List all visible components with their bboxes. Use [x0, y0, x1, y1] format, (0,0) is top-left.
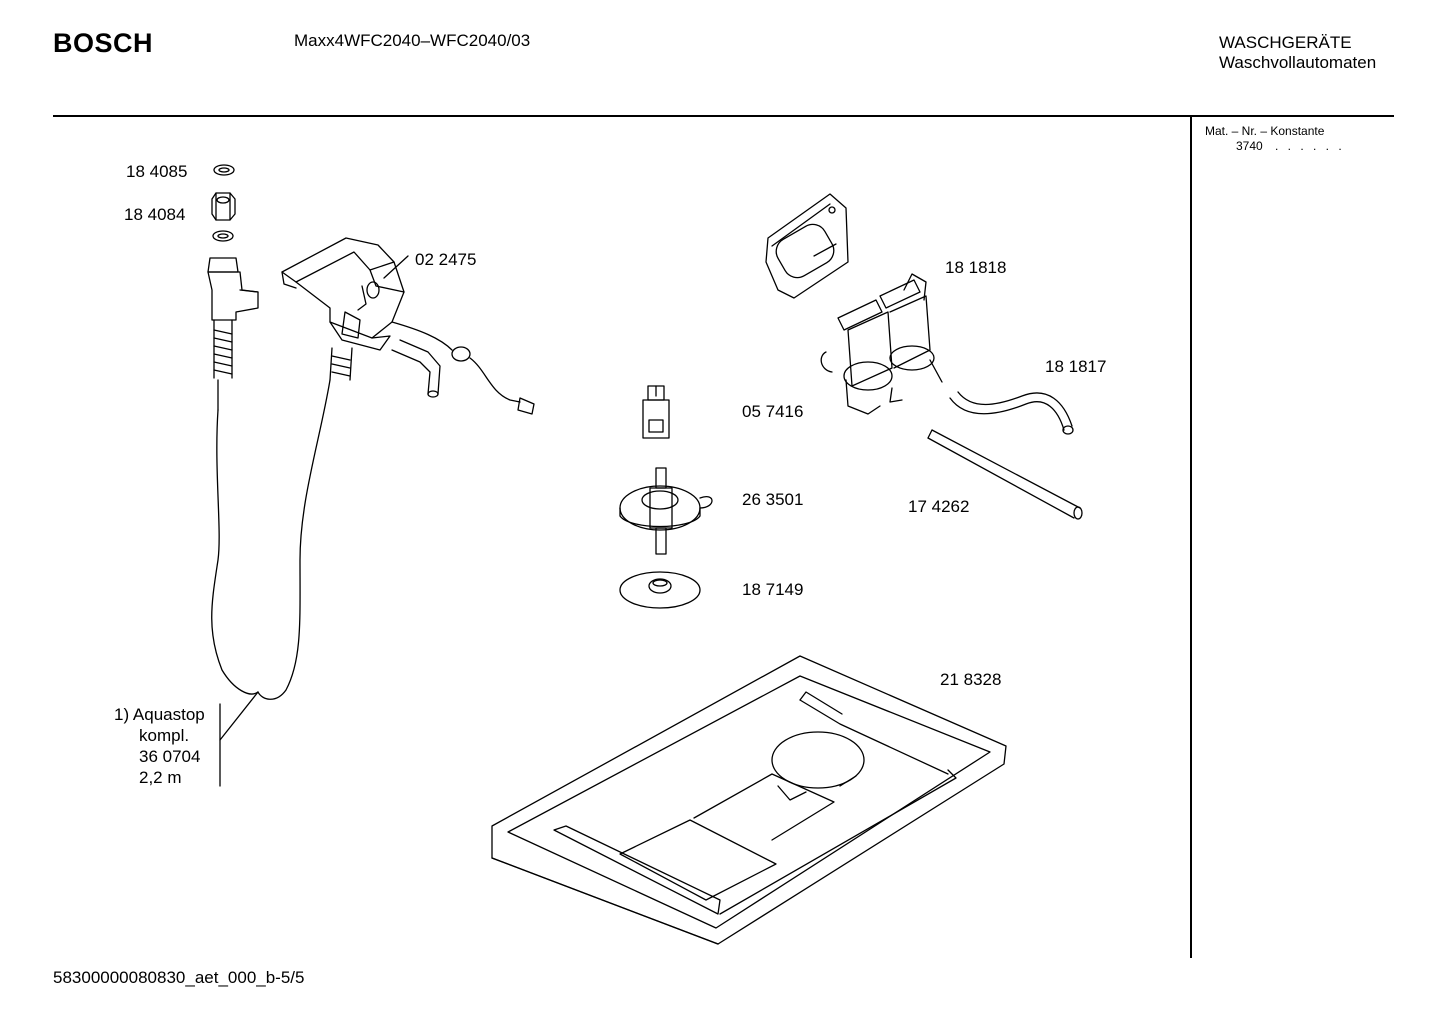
aquastop-part-number: 36 0704: [139, 747, 201, 766]
aquastop-title: 1) Aquastop: [114, 705, 205, 724]
part-number-label: 18 1817: [1045, 357, 1107, 376]
mat-nr-label: Mat. – Nr. – Konstante: [1205, 124, 1325, 138]
hose-bend-part: [391, 339, 441, 398]
part-number-label: 18 7149: [742, 580, 804, 599]
disc-part: [619, 571, 701, 609]
aquastop-valve: [207, 257, 259, 695]
double-valve-part: [820, 273, 943, 415]
cover-part: [765, 193, 849, 299]
straight-hose-part: [927, 429, 1083, 520]
document-id: 58300000080830_aet_000_b-5/5: [53, 968, 305, 987]
part-number-label: 21 8328: [940, 670, 1002, 689]
part-number-label: 18 1818: [945, 258, 1007, 277]
mat-nr-dots: . . . . . .: [1275, 139, 1345, 153]
aquastop-length: 2,2 m: [139, 768, 182, 787]
leader-lines: [219, 255, 409, 787]
aquastop-kit-label: kompl.: [139, 726, 190, 745]
model-title: Maxx4WFC2040–WFC2040/03: [294, 31, 531, 50]
part-number-label: 02 2475: [415, 250, 477, 269]
connector-part: [642, 385, 670, 439]
valve-bracket: [257, 237, 535, 700]
side-column-divider: [1190, 116, 1192, 958]
seal-ring-part: [212, 230, 234, 242]
part-number-label: 17 4262: [908, 497, 970, 516]
header-divider: [53, 115, 1394, 117]
float-valve-part: [619, 467, 713, 555]
category-title: WASCHGERÄTE: [1219, 33, 1352, 52]
base-tray-part: [491, 655, 1007, 945]
part-number-label: 05 7416: [742, 402, 804, 421]
part-number-label: 18 4084: [124, 205, 186, 224]
mat-nr-value: 3740: [1236, 139, 1263, 153]
part-number-label: 18 4085: [126, 162, 188, 181]
curved-hose-part: [949, 391, 1074, 435]
category-subtitle: Waschvollautomaten: [1219, 53, 1377, 72]
washer-part: [213, 164, 235, 176]
brand-logo: BOSCH: [53, 28, 154, 58]
part-number-label: 26 3501: [742, 490, 804, 509]
nut-part: [211, 192, 236, 221]
